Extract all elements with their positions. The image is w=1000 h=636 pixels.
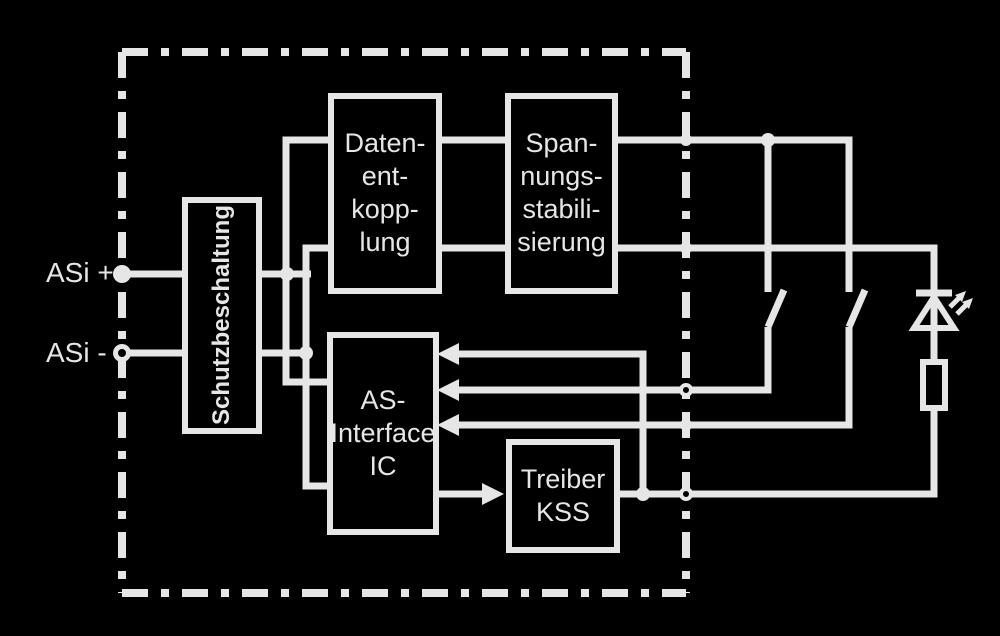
terminal-asi-minus [113, 344, 131, 362]
label-datenentkopplung: Daten- ent- kopp- lung [344, 128, 426, 257]
ic-input-arrow-1 [437, 343, 459, 365]
label-as-interface-ic: AS- Interface IC [330, 385, 436, 481]
block-as-interface-ic [327, 332, 439, 535]
switch-1 [764, 288, 788, 329]
block-datenentkopplung [328, 93, 442, 294]
ic-output-arrow [482, 483, 504, 505]
led-symbol [908, 289, 973, 331]
terminal-asi-plus [113, 265, 131, 283]
block-treiber-kss [506, 439, 620, 553]
switch-2-blade [845, 288, 869, 329]
ic-input-arrow-3 [437, 414, 459, 436]
led-emission-arrows [948, 291, 973, 316]
junction-asi-plus [280, 267, 294, 281]
wire-asiminus-to-decoupling-and-ic [302, 244, 333, 490]
wire-driver-to-resistor-loop [617, 408, 938, 498]
emission-arrow-2-head [962, 298, 973, 309]
emission-arrow-1-head [955, 291, 966, 302]
label-spannungsstabilisierung: Span- nungs- stabili- sierung [517, 128, 606, 257]
wire-switch1-to-ic-input2 [459, 327, 772, 394]
crossing-dot-rail-top [680, 134, 692, 146]
crossing-ring-driver-line [679, 487, 693, 501]
label-asi-minus: ASi - [46, 337, 107, 368]
switch-1-blade [764, 288, 788, 329]
ic-input-arrow-2 [437, 379, 459, 401]
label-schutzbeschaltung: Schutzbeschaltung [208, 204, 235, 426]
boundary-crossing-markers [679, 134, 693, 501]
junction-driver-feedback [636, 487, 650, 501]
wire-rail2-to-led [615, 244, 938, 362]
wire-feedback-to-ic-input1 [459, 350, 647, 494]
wire-switch2-to-ic-input3 [459, 327, 853, 429]
wires [122, 136, 938, 498]
emission-arrow-2 [955, 302, 969, 316]
crossing-ring-switch1-line [679, 383, 693, 397]
led-triangle [908, 291, 960, 331]
block-spannungsstabilisierung [505, 93, 618, 294]
junction-rail-switch1 [761, 133, 775, 147]
junction-asi-minus [299, 346, 313, 360]
switch-2 [845, 288, 869, 329]
resistor-symbol [920, 359, 948, 411]
module-boundary-dashed-rect [118, 48, 690, 597]
crossing-dot-rail2 [680, 242, 692, 254]
junction-dots [280, 133, 775, 501]
wire-rail-top-to-switch2 [615, 136, 853, 292]
crossing-dot-switch2-line [680, 419, 692, 431]
emission-arrow-1 [948, 295, 962, 309]
ic-arrows [437, 343, 504, 505]
label-treiber-kss: Treiber KSS [520, 464, 606, 527]
block-schutzbeschaltung [182, 197, 262, 434]
label-asi-plus: ASi + [46, 257, 114, 288]
